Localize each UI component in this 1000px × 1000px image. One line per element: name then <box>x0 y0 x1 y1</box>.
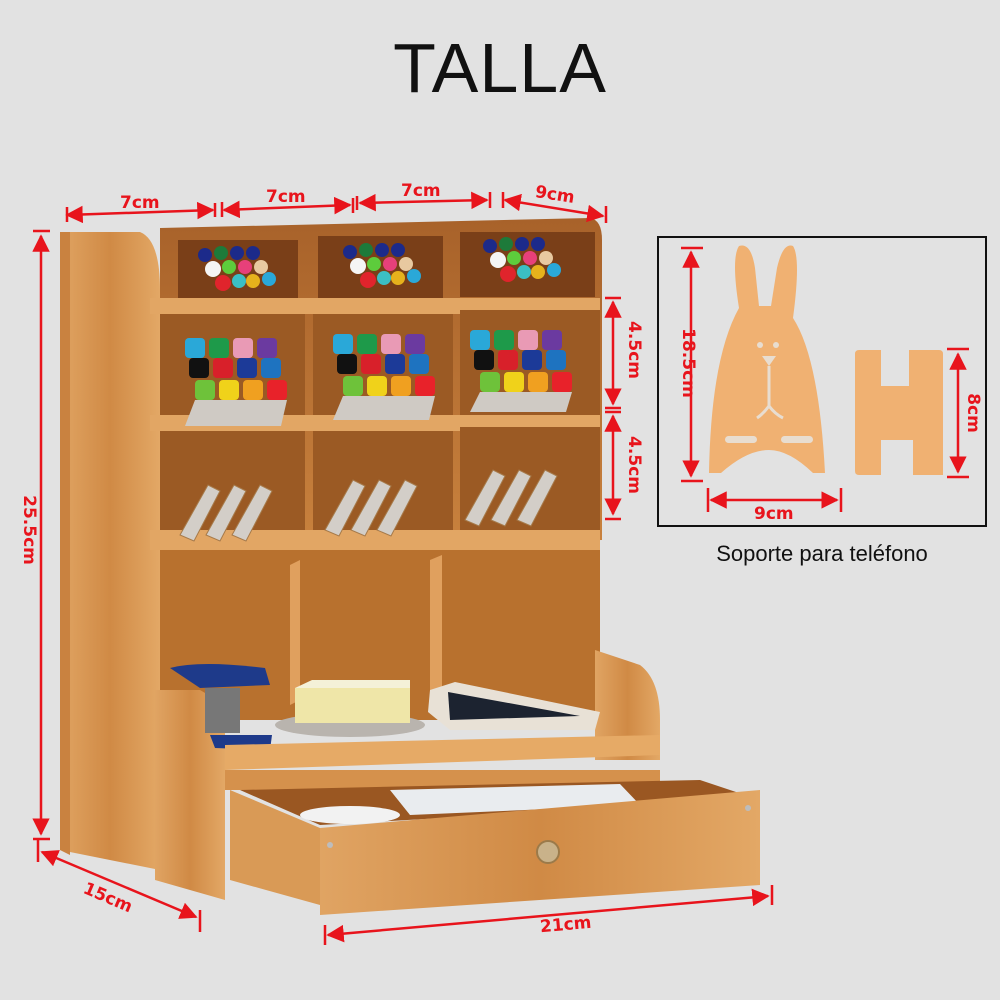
phone-stand-panel: 18.5cm 9cm 8cm <box>657 236 987 527</box>
phone-stand-illustration <box>681 245 969 512</box>
dim-insert-height: 8cm <box>962 393 983 433</box>
dim-stand-width: 9cm <box>754 504 794 524</box>
dim-width-3: 7cm <box>401 181 441 201</box>
dim-width-1: 7cm <box>120 193 160 213</box>
pens <box>179 469 558 542</box>
dim-stand-height: 18.5cm <box>677 328 698 398</box>
h-insert-shape <box>855 350 943 475</box>
markers-middle <box>185 330 572 426</box>
pen-compartments <box>160 427 600 536</box>
dimension-arrows <box>32 191 774 945</box>
dim-shelf-height-1: 4.5cm <box>623 321 644 379</box>
markers-top <box>198 237 561 291</box>
drawer-knob <box>536 840 560 864</box>
dim-width-2: 7cm <box>266 187 306 207</box>
top-marker-compartments <box>178 232 595 305</box>
page-title: TALLA <box>393 29 607 107</box>
phone-stand-caption: Soporte para teléfono <box>716 541 928 566</box>
dim-height: 25.5cm <box>18 495 39 565</box>
dim-shelf-height-2: 4.5cm <box>623 436 644 494</box>
